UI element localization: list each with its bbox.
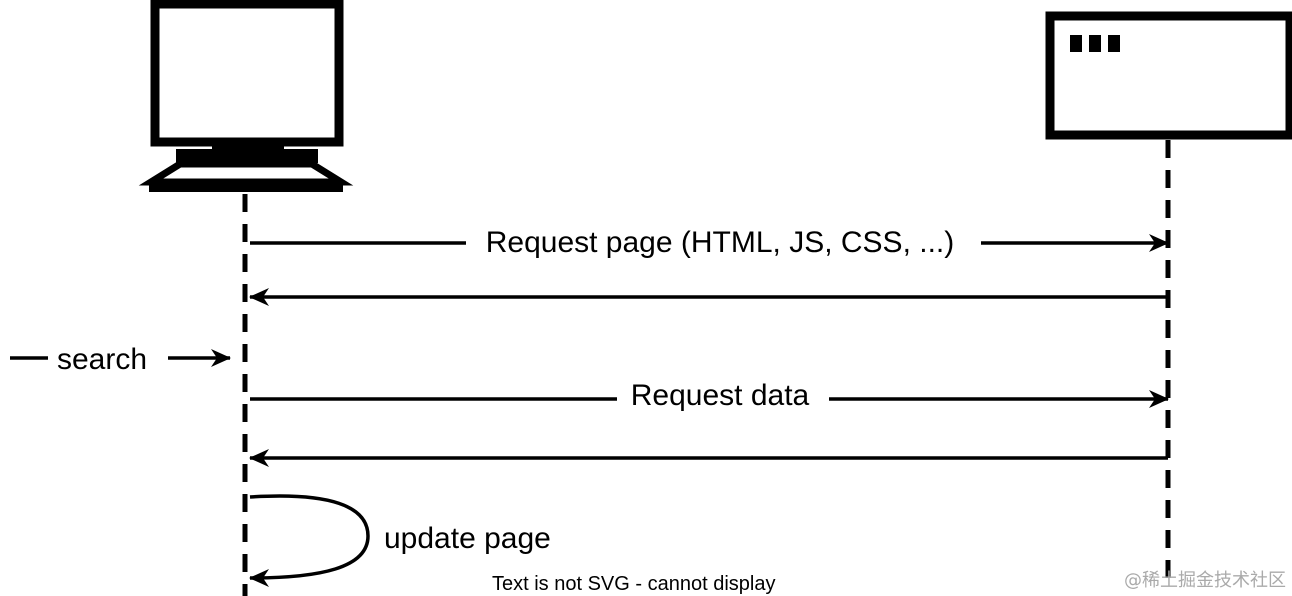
request-page-label: Request page (HTML, JS, CSS, ...) <box>486 226 955 259</box>
svg-fallback-note: Text is not SVG - cannot display <box>492 573 775 595</box>
search-label: search <box>57 343 147 376</box>
update-page-label: update page <box>384 522 551 555</box>
watermark: @稀土掘金技术社区 <box>1124 570 1286 591</box>
computer-icon <box>138 0 354 192</box>
request-data-label: Request data <box>631 379 810 412</box>
update-page-loop-arrow <box>249 494 370 587</box>
server-icon <box>1045 11 1292 140</box>
